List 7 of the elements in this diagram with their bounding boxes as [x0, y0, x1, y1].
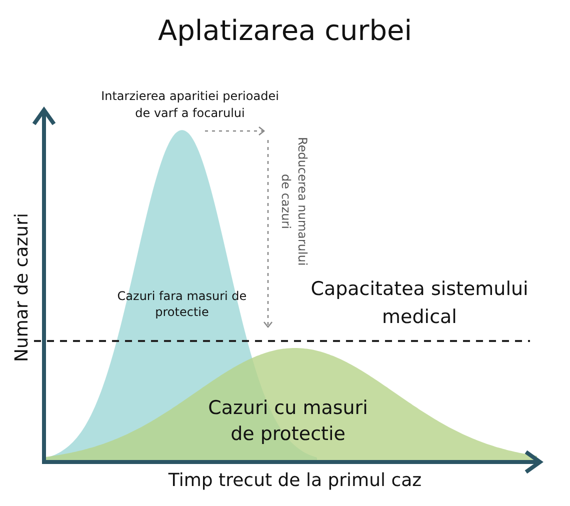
curve-label: Cazuri cu masuri de protectie [207, 396, 369, 447]
chart-title: Aplatizarea curbei [156, 14, 414, 47]
annotation-text: Intarzierea aparitiei perioadei de varf a focarului [100, 88, 280, 122]
annotation-text: Reducerea numarului de cazuri [278, 136, 310, 266]
axis-label: Timp trecut de la primul caz [167, 470, 423, 491]
axis-label: Numar de cazuri [12, 212, 32, 364]
curve-label: Cazuri fara masuri de protectie [117, 288, 247, 320]
